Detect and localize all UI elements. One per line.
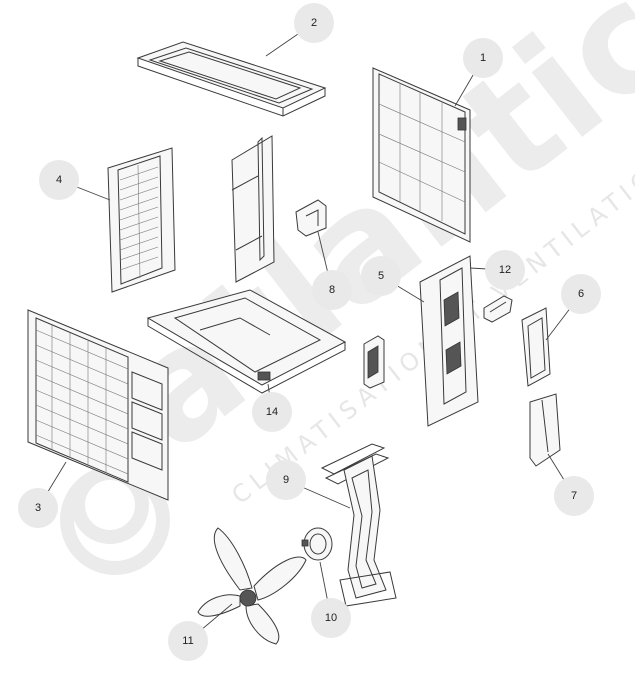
callout-1-label: 1 [480,52,486,64]
callout-1: 1 [463,38,503,78]
callout-7: 7 [554,476,594,516]
callout-6-label: 6 [578,288,584,300]
part-corner-cover [529,393,561,467]
part-side-panel [107,147,176,293]
callout-4: 4 [39,160,79,200]
callout-6: 6 [561,274,601,314]
callout-9: 9 [266,460,306,500]
part-fan-blade [197,527,307,645]
callout-8: 8 [312,270,352,310]
part-top-cover [136,41,327,117]
part-fan-motor [301,527,333,561]
callout-2: 2 [294,3,334,43]
part-control-panel [419,255,479,427]
part-front-panel [27,309,169,501]
callout-11-label: 11 [182,635,193,647]
part-base-pan [146,289,347,394]
callout-4-label: 4 [56,174,62,186]
callout-7-label: 7 [571,490,577,502]
part-bracket [295,199,327,237]
callout-12: 12 [485,250,525,290]
part-motor-bracket [320,443,397,607]
callout-5-label: 5 [378,270,384,282]
callout-9-label: 9 [283,474,289,486]
part-partition [231,135,275,283]
callout-10: 10 [311,598,351,638]
part-back-grille [372,67,471,243]
callout-8-label: 8 [329,284,335,296]
callout-12-label: 12 [499,264,511,276]
part-handle-cover [521,307,551,387]
callout-3: 3 [18,488,58,528]
callout-14-label: 14 [266,406,278,418]
callout-10-label: 10 [325,612,337,624]
part-valve-block [363,335,385,389]
callout-11: 11 [168,621,208,661]
callout-3-label: 3 [35,502,41,514]
part-clip [483,295,513,323]
callout-2-label: 2 [311,17,317,29]
callout-5: 5 [361,256,401,296]
callout-14: 14 [252,392,292,432]
